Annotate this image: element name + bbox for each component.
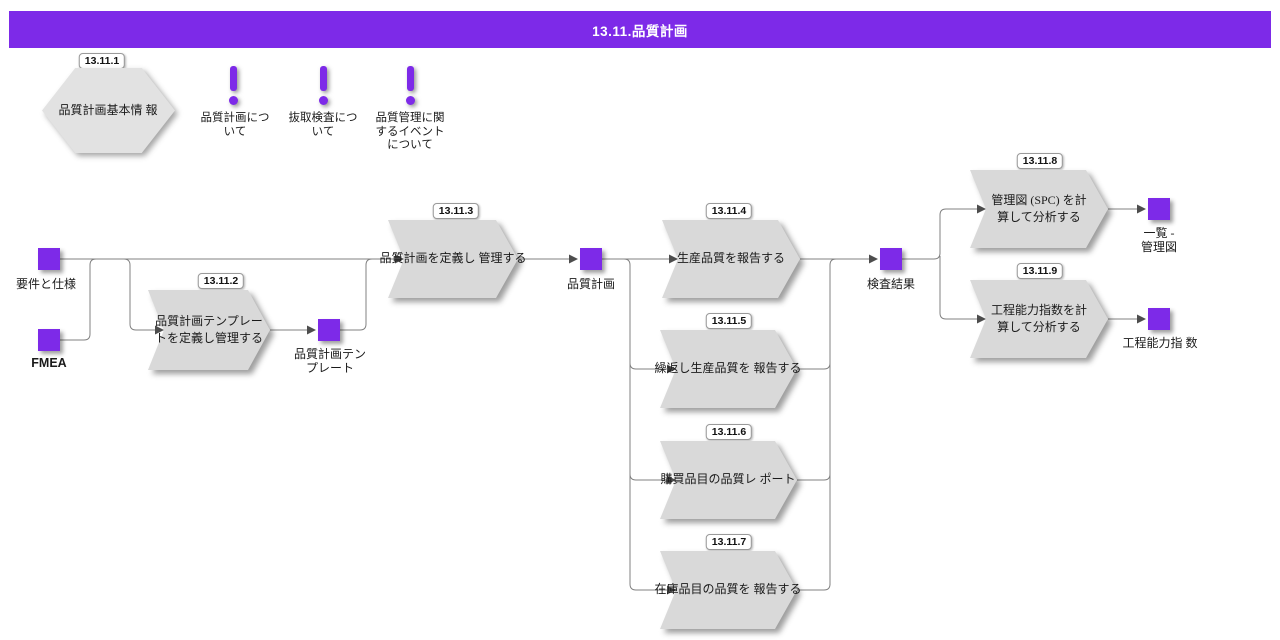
data-node-requirements[interactable] bbox=[38, 248, 60, 270]
process-label: 生産品質を報告する bbox=[676, 251, 786, 265]
step-badge: 13.11.9 bbox=[1016, 263, 1064, 279]
step-badge: 13.11.7 bbox=[705, 534, 753, 550]
chevron-shape bbox=[148, 290, 270, 370]
process-label: 管理図 (SPC) を計 算して分析する bbox=[991, 192, 1086, 226]
chevron-shape bbox=[388, 220, 518, 298]
process-line: 算して分析する bbox=[997, 320, 1081, 334]
process-purchased-item-quality-report[interactable] bbox=[660, 441, 797, 519]
chevron-shape bbox=[660, 441, 797, 519]
data-node-inspection-results[interactable] bbox=[880, 248, 902, 270]
data-node-label: 品質計画 bbox=[566, 277, 616, 291]
exclamation-dot bbox=[228, 96, 238, 105]
note-line: 抜取検査につ bbox=[288, 112, 358, 124]
exclamation-stem bbox=[406, 66, 414, 91]
connectors bbox=[60, 208, 1137, 591]
process-label: 品質計画テンプレー トを定義し管理する bbox=[155, 313, 263, 347]
data-node-quality-plan[interactable] bbox=[580, 248, 602, 270]
section-title: 13.11.品質計画 bbox=[592, 23, 688, 39]
note-label: 抜取検査につ いて bbox=[289, 112, 358, 139]
process-define-plan-template[interactable] bbox=[148, 290, 270, 370]
note-line: について bbox=[387, 139, 433, 151]
process-label: 工程能力指数を計 算して分析する bbox=[991, 302, 1087, 336]
step-badge: 13.11.5 bbox=[705, 313, 753, 329]
label-line: プレート bbox=[305, 361, 355, 375]
note-line: 品質管理に関 bbox=[375, 112, 445, 124]
data-node-capability-index[interactable] bbox=[1148, 308, 1170, 330]
step-badge: 13.11.8 bbox=[1016, 153, 1064, 169]
process-label: 購買品目の品質レ ポート bbox=[660, 472, 796, 486]
note-line: するイベント bbox=[375, 125, 445, 138]
chevron-shape bbox=[660, 330, 797, 408]
data-node-label: 検査結果 bbox=[866, 277, 916, 291]
chevron-shape bbox=[970, 280, 1108, 358]
note-line: いて bbox=[223, 125, 247, 138]
note-line: いて bbox=[311, 125, 335, 138]
process-analyze-spc-chart[interactable] bbox=[970, 170, 1108, 248]
exclamation-dot bbox=[318, 96, 328, 105]
section-header-bar: 13.11.品質計画 bbox=[9, 11, 1271, 48]
exclamation-icon[interactable] bbox=[314, 66, 332, 105]
step-badge: 13.11.3 bbox=[432, 203, 480, 219]
process-line: 品質計画テンプレー bbox=[155, 314, 263, 328]
info-hexagon[interactable] bbox=[42, 68, 175, 153]
data-node-fmea[interactable] bbox=[38, 329, 60, 351]
process-label: 繰返し生産品質を 報告する bbox=[654, 361, 802, 375]
data-node-label: 要件と仕様 bbox=[15, 277, 77, 291]
step-badge: 13.11.1 bbox=[78, 53, 126, 69]
exclamation-stem bbox=[229, 66, 237, 91]
process-report-production-quality[interactable] bbox=[662, 220, 800, 298]
data-node-label: 工程能力指 数 bbox=[1122, 336, 1198, 350]
chevron-shape bbox=[660, 551, 797, 629]
data-node-plan-template[interactable] bbox=[318, 319, 340, 341]
step-badge: 13.11.2 bbox=[197, 273, 245, 289]
process-line: 管理図 (SPC) を計 bbox=[991, 193, 1087, 207]
chevron-shape bbox=[662, 220, 800, 298]
process-define-manage-plan[interactable] bbox=[388, 220, 518, 298]
step-badge: 13.11.6 bbox=[705, 424, 753, 440]
process-label: 在庫品目の品質を 報告する bbox=[654, 582, 802, 596]
exclamation-icon[interactable] bbox=[401, 66, 419, 105]
process-label: 品質計画を定義し 管理する bbox=[379, 251, 527, 265]
process-line: 工程能力指数を計 bbox=[990, 303, 1088, 317]
process-line: トを定義し管理する bbox=[154, 331, 264, 345]
exclamation-stem bbox=[319, 66, 327, 91]
arrowheads bbox=[155, 204, 1146, 595]
note-label: 品質計画につ いて bbox=[201, 112, 270, 139]
chevron-shape bbox=[970, 170, 1108, 248]
data-node-label: 一覧 - 管理図 bbox=[1141, 226, 1177, 254]
step-badge: 13.11.4 bbox=[705, 203, 753, 219]
note-label: 品質管理に関 するイベント について bbox=[376, 112, 445, 153]
process-analyze-capability-index[interactable] bbox=[970, 280, 1108, 358]
label-line: 一覧 - bbox=[1143, 226, 1175, 240]
data-node-label: 品質計画テン プレート bbox=[294, 347, 366, 375]
process-report-stock-item-quality[interactable] bbox=[660, 551, 797, 629]
label-line: 管理図 bbox=[1140, 240, 1178, 254]
info-hexagon-label: 品質計画基本情 報 bbox=[58, 103, 158, 117]
data-node-spc-chart[interactable] bbox=[1148, 198, 1170, 220]
label-line: 品質計画テン bbox=[293, 347, 367, 361]
process-report-repetitive-quality[interactable] bbox=[660, 330, 797, 408]
exclamation-dot bbox=[405, 96, 415, 105]
note-line: 品質計画につ bbox=[200, 112, 270, 124]
process-line: 算して分析する bbox=[997, 210, 1081, 224]
exclamation-icon[interactable] bbox=[224, 66, 242, 105]
data-node-label: FMEA bbox=[31, 356, 67, 370]
